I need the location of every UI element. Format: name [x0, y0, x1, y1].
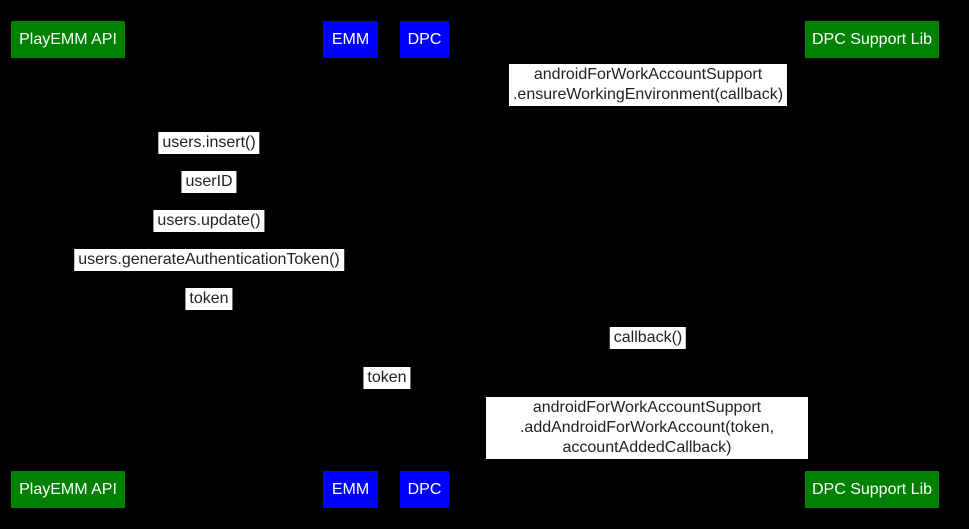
message-users-insert: users.insert() [158, 132, 260, 154]
lifeline-emm [350, 58, 351, 471]
actor-bottom-dpc-support-lib: DPC Support Lib [805, 471, 939, 508]
actor-label: EMM [331, 480, 370, 498]
actor-bottom-playemm-api: PlayEMM API [11, 471, 125, 508]
message-users-update: users.update() [153, 210, 265, 232]
actor-bottom-dpc: DPC [400, 471, 449, 508]
actor-label: DPC Support Lib [811, 30, 933, 48]
message-token-2: token [363, 367, 411, 389]
message-add-android-for-work-account: androidForWorkAccountSupport .addAndroid… [486, 397, 808, 459]
actor-label: EMM [331, 30, 370, 48]
message-generate-authentication-token: users.generateAuthenticationToken() [74, 249, 344, 271]
actor-label: DPC Support Lib [811, 480, 933, 498]
actor-label: PlayEMM API [19, 480, 117, 498]
actor-label: DPC [407, 480, 442, 498]
lifeline-dpc [424, 58, 425, 471]
lifeline-dpc-support-lib [871, 58, 872, 471]
message-callback: callback() [609, 327, 687, 349]
message-ensure-working-environment: androidForWorkAccountSupport .ensureWork… [508, 64, 788, 106]
actor-top-playemm-api: PlayEMM API [11, 21, 125, 58]
actor-top-dpc: DPC [400, 21, 449, 58]
lifeline-playemm-api [68, 58, 69, 471]
message-token-1: token [185, 288, 233, 310]
actor-top-dpc-support-lib: DPC Support Lib [805, 21, 939, 58]
actor-top-emm: EMM [323, 21, 378, 58]
message-userid: userID [181, 171, 237, 193]
actor-label: PlayEMM API [19, 30, 117, 48]
actor-bottom-emm: EMM [323, 471, 378, 508]
actor-label: DPC [407, 30, 442, 48]
